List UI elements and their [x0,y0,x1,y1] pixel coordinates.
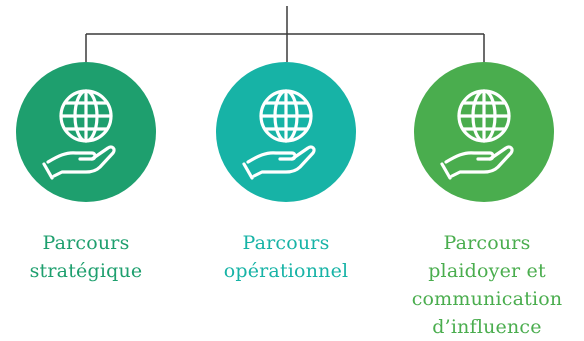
label-line: communication [411,288,563,310]
node-strategique [16,62,156,202]
label-line: stratégique [29,260,143,282]
label-line: Parcours [42,232,130,254]
globe-in-hand-icon [242,89,316,180]
globe-in-hand-icon [42,89,116,180]
label-line: plaidoyer et [428,260,546,282]
globe-in-hand-icon [440,89,514,180]
node-operationnel [216,62,356,202]
label-line: d’influence [432,316,542,338]
label-line: Parcours [242,232,330,254]
label-plaidoyer: Parcours plaidoyer et communication d’in… [392,229,582,341]
label-line: opérationnel [223,260,349,282]
node-plaidoyer [414,62,554,202]
label-operationnel: Parcours opérationnel [191,229,381,285]
label-line: Parcours [443,232,531,254]
label-strategique: Parcours stratégique [0,229,181,285]
